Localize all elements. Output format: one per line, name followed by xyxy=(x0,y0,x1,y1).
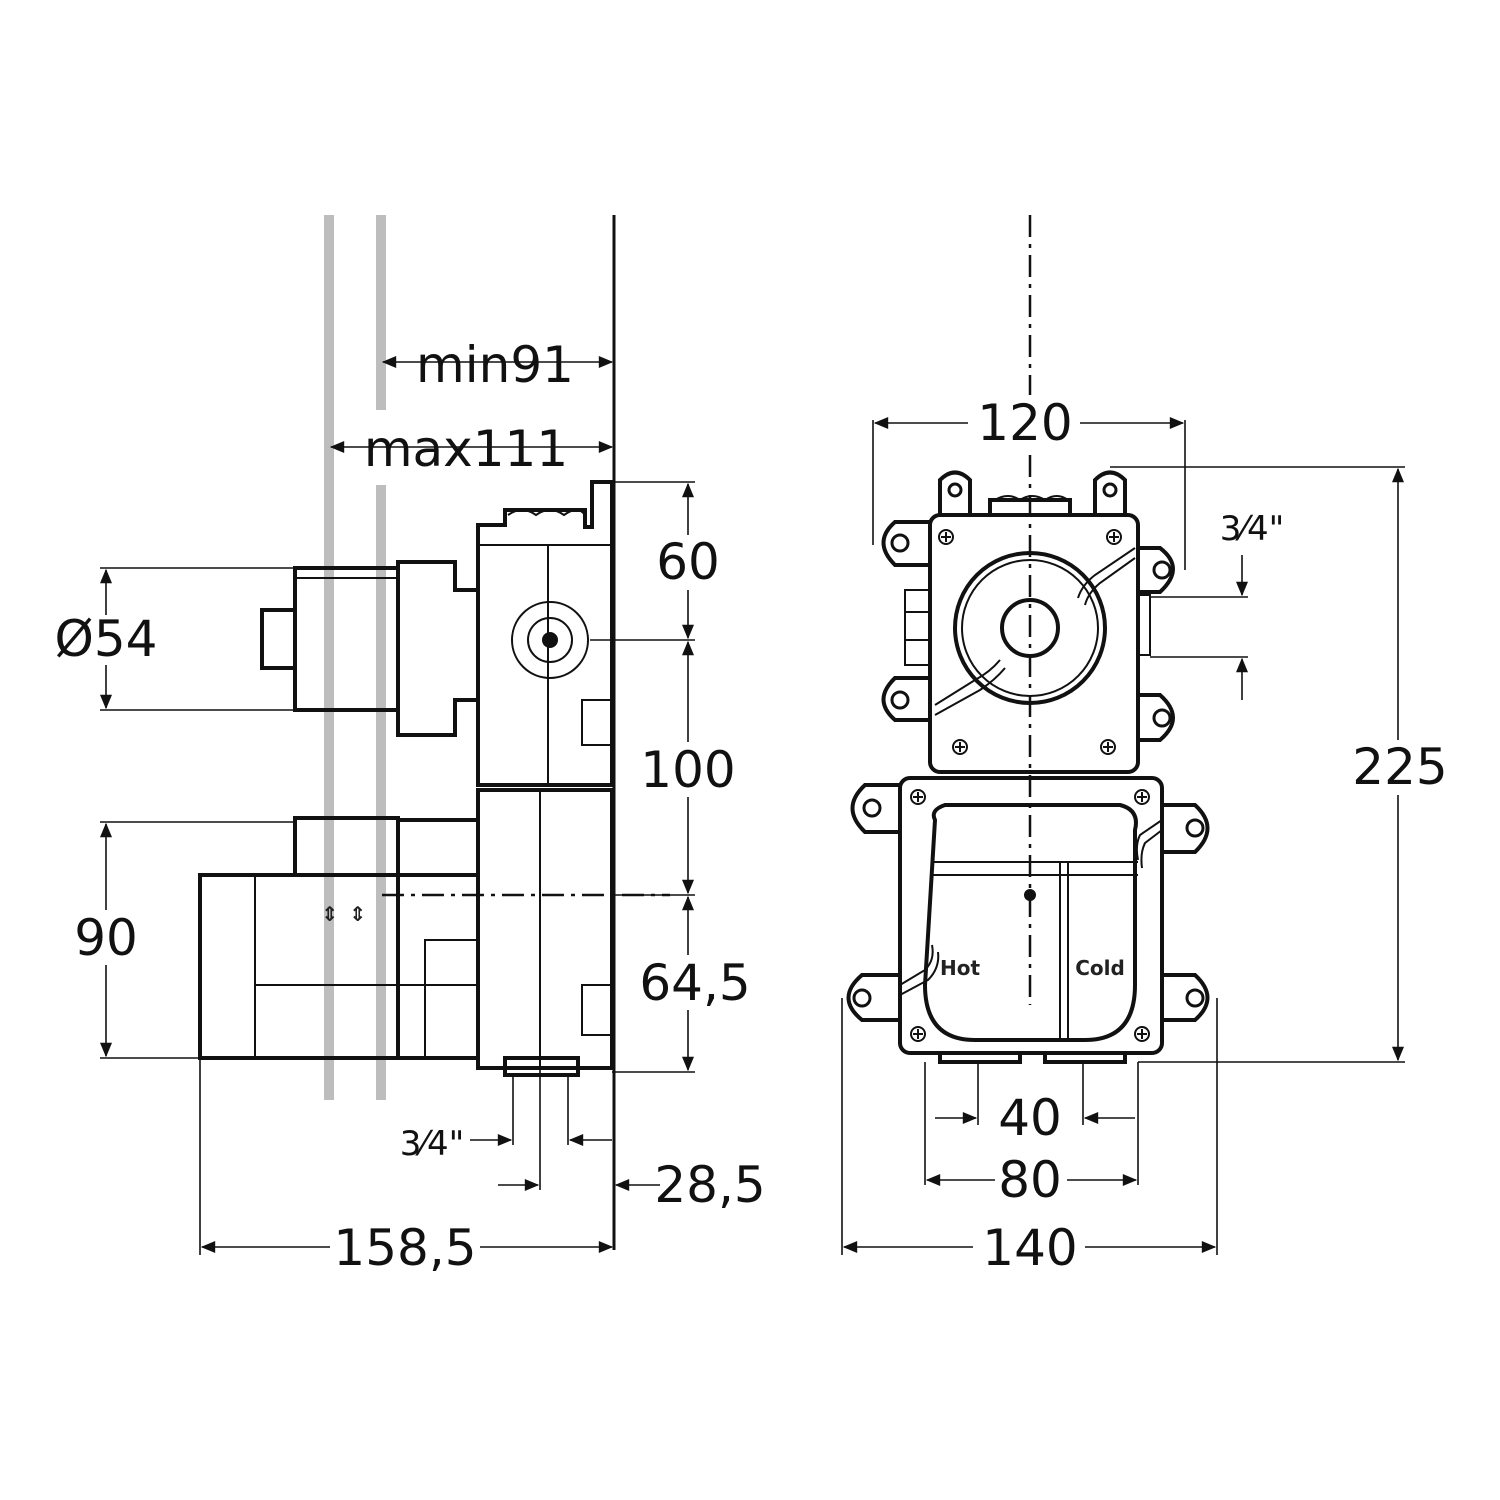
lug-top-left xyxy=(938,470,972,515)
dim-40-label: 40 xyxy=(998,1089,1062,1147)
cold-label: Cold xyxy=(1075,956,1125,980)
dim-60-label: 60 xyxy=(656,533,720,591)
lug-left-bottom xyxy=(881,676,930,722)
front-view: Hot Cold 120 3⁄4" xyxy=(841,215,1455,1277)
outlet-cold xyxy=(1043,1053,1127,1064)
dim-140-label-bg xyxy=(973,1222,1085,1277)
lower-box: Hot Cold xyxy=(846,776,1210,1064)
diameter-label-bg xyxy=(60,615,170,665)
hot-label: Hot xyxy=(940,956,980,980)
lug-lower-left-top xyxy=(850,783,900,834)
side-thread-label: 3⁄4" xyxy=(400,1124,465,1164)
dim-64-5-label: 64,5 xyxy=(639,954,750,1012)
lower-valve-body: ⇔ ⇔ xyxy=(198,788,670,1077)
dim-100-label-bg xyxy=(632,742,744,797)
lug-lower-right-bottom xyxy=(1162,973,1210,1022)
side-view: ⇔ ⇔ min91 max111 Ø54 60 100 64,5 xyxy=(55,215,766,1277)
left-port xyxy=(904,589,931,666)
total-depth-label-bg xyxy=(330,1222,480,1277)
svg-text:⇔: ⇔ xyxy=(345,905,369,922)
lower-box-frame xyxy=(898,776,1164,1055)
lug-lower-right-top xyxy=(1162,803,1210,854)
outlet-hot xyxy=(938,1053,1022,1064)
right-port xyxy=(1137,594,1151,656)
front-thread-label: 3⁄4" xyxy=(1220,509,1285,549)
total-depth-label: 158,5 xyxy=(333,1219,476,1277)
upper-box xyxy=(881,470,1175,774)
outer-ring xyxy=(953,551,1107,705)
lug-top-right xyxy=(1093,470,1127,515)
dim-64-5-label-bg xyxy=(632,955,762,1010)
dim-120-label: 120 xyxy=(977,394,1072,452)
max-depth-label: max111 xyxy=(364,420,568,478)
lug-right-top xyxy=(1138,546,1175,594)
inner-bore xyxy=(1000,598,1060,658)
center-point xyxy=(1024,889,1036,901)
upper-valve-body xyxy=(260,480,614,787)
lug-lower-left-bottom xyxy=(846,973,900,1022)
dim-90-label-bg xyxy=(70,910,150,965)
dim-80-label: 80 xyxy=(998,1151,1062,1209)
min-depth-label: min91 xyxy=(416,336,574,394)
offset-label: 28,5 xyxy=(654,1156,765,1214)
lug-left-top xyxy=(881,520,930,567)
dim-60-label-bg xyxy=(640,535,735,590)
dim-225-label-bg xyxy=(1345,740,1455,795)
dim-225-label: 225 xyxy=(1352,738,1447,796)
dim-90-label: 90 xyxy=(74,909,138,967)
dim-140-label: 140 xyxy=(982,1219,1077,1277)
inner-cavity xyxy=(922,803,1138,1042)
dim-120-label-bg xyxy=(968,395,1080,450)
dim-100-label: 100 xyxy=(640,741,735,799)
lug-right-bottom xyxy=(1138,693,1175,742)
diameter-label: Ø54 xyxy=(55,610,158,668)
dim-80-label-bg xyxy=(995,1155,1067,1205)
svg-text:⇔: ⇔ xyxy=(317,905,341,922)
